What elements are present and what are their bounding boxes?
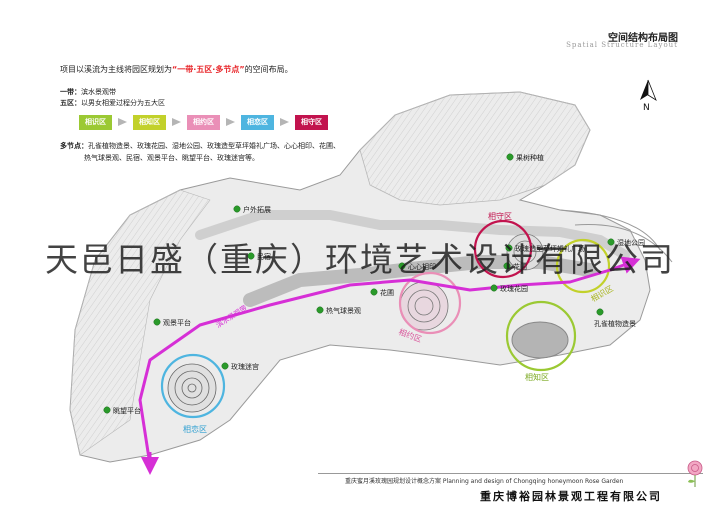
rose-lawn — [506, 233, 544, 271]
node-dot-tiaowang — [103, 406, 111, 414]
node-label-guomu: 果树种植 — [516, 153, 544, 162]
zone-circle-yue — [398, 271, 462, 335]
rose-maze — [167, 363, 217, 413]
page-subtitle: Spatial Structure Layout — [566, 41, 678, 49]
zone-box-4: 相恋区 — [241, 115, 274, 130]
node-labels: 果树种植 户外拓展 民宿 心心相印 玫瑰造型草坪婚礼广场 花圃 湿地公园 花圃 … — [113, 153, 645, 415]
belt-label-heading: 一带： — [60, 88, 81, 96]
page-title: 空间结构布局图 — [608, 33, 678, 44]
belt-text: 滨水景观带 — [81, 88, 116, 96]
zone-label-zhi: 相知区 — [525, 372, 549, 382]
zone-label-lian: 相恋区 — [183, 424, 207, 434]
node-label-reqiqiu: 热气球景观 — [326, 306, 361, 315]
intro-after: 的空间布局。 — [244, 65, 293, 74]
arrow-right-icon — [226, 118, 235, 126]
watermark: 天邑日盛（重庆）环境艺术设计有限公司 — [45, 240, 675, 279]
leaf-garden — [511, 321, 569, 359]
node-dot-migong — [221, 362, 229, 370]
waterfront-belt-arrow — [138, 256, 641, 466]
node-dot-huapu-upper — [503, 262, 511, 270]
intro-before: 项目以溪流为主线将园区规划为 — [60, 65, 172, 74]
node-dot-meigui-square — [505, 244, 513, 252]
intro-highlight: “一带·五区·多节点” — [172, 65, 245, 74]
node-label-shidi: 湿地公园 — [617, 238, 645, 247]
node-label-meigui-garden: 玫瑰花园 — [500, 284, 528, 293]
footer-project: 重庆蜜月溪玫瑰园规划设计概念方案 Planning and design of … — [345, 478, 624, 485]
zones-text: 以男女相爱过程分为五大区 — [81, 99, 165, 107]
node-label-minsu: 民宿 — [257, 252, 271, 261]
terrain-band — [195, 210, 630, 260]
nodes-line-1: 孔雀植物造景、玫瑰花园、湿地公园、玫瑰造型草坪婚礼广场、心心相印、花圃、 — [88, 142, 340, 150]
hill-hatch — [359, 91, 591, 206]
zone-circle-lian — [160, 353, 226, 419]
east-road-2 — [574, 223, 673, 263]
node-label-migong: 玫瑰迷宫 — [231, 362, 259, 371]
zone-circle-shou — [473, 219, 533, 279]
node-label-huwai: 户外拓展 — [243, 205, 271, 214]
node-dot-huwai — [233, 205, 241, 213]
east-road — [559, 209, 661, 251]
node-dot-minsu — [247, 252, 255, 260]
zone-label-shou: 相守区 — [488, 211, 512, 221]
footer-company: 重庆博裕园林景观工程有限公司 — [480, 490, 662, 503]
node-dot-huapu — [370, 288, 378, 296]
zone-box-1: 相识区 — [79, 115, 112, 130]
node-label-huapu-upper: 花圃 — [513, 262, 527, 271]
belt-line: 一带：滨水景观带 — [60, 87, 116, 98]
zone-box-2: 相知区 — [133, 115, 166, 130]
node-dot-meigui-garden — [490, 284, 498, 292]
rose-garden — [399, 281, 449, 331]
nodes-label-heading: 多节点： — [60, 142, 88, 150]
node-label-huapu: 花圃 — [380, 288, 394, 297]
svg-text:N: N — [643, 103, 650, 113]
zone-circle-shi — [555, 238, 611, 294]
node-label-meigui-square: 玫瑰造型草坪婚礼广场 — [515, 244, 585, 253]
footer-divider — [318, 473, 703, 474]
north-compass-icon: N — [640, 79, 657, 113]
zone-box-3: 相约区 — [187, 115, 220, 130]
node-label-tiaowang: 眺望平台 — [113, 406, 141, 415]
intro-text: 项目以溪流为主线将园区规划为“一带·五区·多节点”的空间布局。 — [60, 64, 293, 75]
zone-circle-zhi — [505, 300, 577, 372]
arrow-right-icon — [172, 118, 181, 126]
west-slope — [69, 189, 211, 456]
node-dot-shidi — [607, 238, 615, 246]
node-label-guanjing: 观景平台 — [163, 318, 191, 327]
zones-label-heading: 五区： — [60, 99, 81, 107]
node-dot-reqiqiu — [316, 306, 324, 314]
node-dot-kongque — [596, 308, 604, 316]
node-dot-guanjing — [153, 318, 161, 326]
node-dot-guomu — [506, 153, 514, 161]
node-label-xinxin: 心心相印 — [408, 262, 436, 271]
node-markers — [103, 153, 615, 414]
arrow-right-icon — [118, 118, 127, 126]
rose-logo-icon — [687, 460, 703, 487]
zone-box-5: 相守区 — [295, 115, 328, 130]
node-label-kongque: 孔雀植物造景 — [594, 319, 636, 328]
arrow-right-icon — [280, 118, 289, 126]
nodes-line-2: 热气球景观、民宿、观景平台、眺望平台、玫瑰迷宫等。 — [84, 154, 259, 162]
nodes-text: 多节点：孔雀植物造景、玫瑰花园、湿地公园、玫瑰造型草坪婚礼广场、心心相印、花圃、… — [60, 140, 360, 164]
node-dot-xinxin — [398, 262, 406, 270]
zones-line: 五区：以男女相爱过程分为五大区 — [60, 98, 165, 108]
